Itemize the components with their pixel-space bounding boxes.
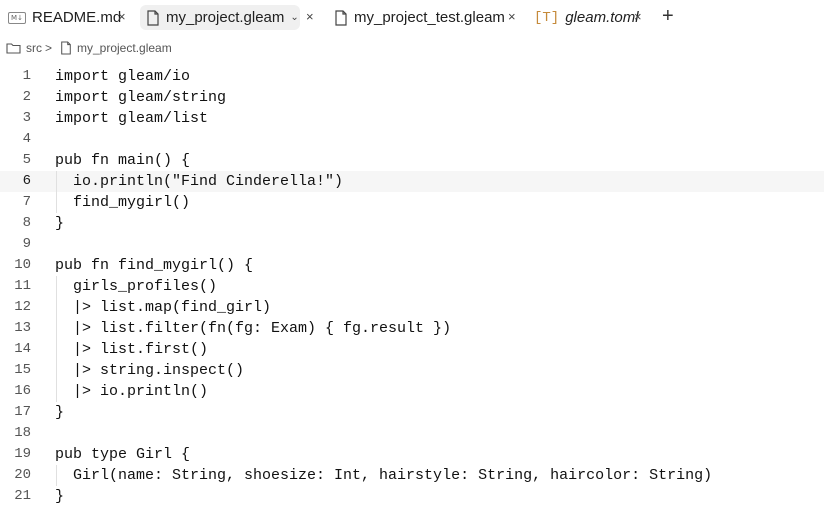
close-icon[interactable]: × [118, 9, 126, 24]
toml-icon: [T] [534, 9, 560, 26]
line-number: 15 [14, 362, 31, 378]
code-line[interactable]: 15 |> string.inspect() [0, 360, 824, 381]
indent-guide [56, 465, 57, 486]
file-icon [61, 41, 71, 55]
line-number: 21 [14, 488, 31, 504]
code-text[interactable]: girls_profiles() [55, 278, 218, 295]
tab-label: gleam.toml [565, 9, 639, 26]
line-number: 8 [22, 215, 31, 231]
line-number: 3 [22, 110, 31, 126]
breadcrumb-file[interactable]: my_project.gleam [60, 41, 172, 55]
code-line[interactable]: 3 import gleam/list [0, 108, 824, 129]
indent-guide [56, 171, 57, 213]
breadcrumb-folder-label: src [26, 41, 42, 55]
new-tab-button[interactable]: + [662, 5, 674, 27]
tab-label: my_project_test.gleam [354, 9, 505, 26]
code-text[interactable]: Girl(name: String, shoesize: Int, hairst… [55, 467, 713, 484]
line-number: 5 [22, 152, 31, 168]
tab-label: README.md [32, 9, 122, 26]
line-number: 18 [14, 425, 31, 441]
code-text[interactable]: |> list.filter(fn(fg: Exam) { fg.result … [55, 320, 452, 337]
code-editor[interactable]: 1 import gleam/io 2 import gleam/string 3 imp… [0, 66, 824, 510]
code-text[interactable]: import gleam/io [55, 68, 191, 85]
breadcrumb-folder[interactable]: src [6, 41, 42, 55]
code-text[interactable]: import gleam/list [55, 110, 209, 127]
line-number: 19 [14, 446, 31, 462]
code-line[interactable]: 19 pub type Girl { [0, 444, 824, 465]
code-line[interactable]: 5 pub fn main() { [0, 150, 824, 171]
line-number: 6 [22, 173, 31, 189]
breadcrumb: src > my_project.gleam [0, 38, 824, 60]
close-icon[interactable]: × [306, 9, 314, 24]
code-line[interactable]: 20 Girl(name: String, shoesize: Int, hai… [0, 465, 824, 486]
line-number: 12 [14, 299, 31, 315]
tab-my-project-close[interactable]: × [304, 5, 318, 30]
file-icon [147, 9, 159, 26]
line-number: 14 [14, 341, 31, 357]
code-text[interactable]: pub fn main() { [55, 152, 191, 169]
chevron-down-icon[interactable]: ⌄ [290, 12, 299, 23]
code-text[interactable]: |> list.map(find_girl) [55, 299, 272, 316]
close-icon[interactable]: × [634, 9, 642, 24]
code-line[interactable]: 1 import gleam/io [0, 66, 824, 87]
code-line[interactable]: 16 |> io.println() [0, 381, 824, 402]
code-line[interactable]: 7 find_mygirl() [0, 192, 824, 213]
code-line[interactable]: 14 |> list.first() [0, 339, 824, 360]
line-number: 20 [14, 467, 31, 483]
folder-icon [6, 43, 21, 54]
line-number: 11 [14, 278, 31, 294]
tab-readme[interactable]: M↓ README.md × [8, 5, 133, 30]
line-number: 2 [22, 89, 31, 105]
code-text[interactable]: import gleam/string [55, 89, 227, 106]
line-number: 16 [14, 383, 31, 399]
tab-gleam-toml[interactable]: [T] gleam.toml × [534, 5, 654, 30]
close-icon[interactable]: × [508, 9, 516, 24]
code-line[interactable]: 4 [0, 129, 824, 150]
line-number: 10 [14, 257, 31, 273]
code-line[interactable]: 18 [0, 423, 824, 444]
code-line[interactable]: 2 import gleam/string [0, 87, 824, 108]
line-number: 4 [22, 131, 31, 147]
line-number: 1 [22, 68, 31, 84]
code-text[interactable]: pub type Girl { [55, 446, 191, 463]
code-text[interactable]: find_mygirl() [55, 194, 191, 211]
tab-my-project-test[interactable]: my_project_test.gleam × [334, 5, 524, 30]
line-number: 17 [14, 404, 31, 420]
breadcrumb-file-label: my_project.gleam [77, 41, 172, 55]
line-number: 13 [14, 320, 31, 336]
tab-my-project[interactable]: my_project.gleam ⌄ [140, 5, 300, 30]
code-line[interactable]: 8} [0, 213, 824, 234]
code-line[interactable]: 13 |> list.filter(fn(fg: Exam) { fg.resu… [0, 318, 824, 339]
code-line[interactable]: 17} [0, 402, 824, 423]
line-number: 7 [22, 194, 31, 210]
tab-label: my_project.gleam [166, 9, 285, 26]
indent-guide [56, 276, 57, 402]
line-number: 9 [22, 236, 31, 252]
file-icon [335, 9, 347, 26]
tab-bar: M↓ README.md × my_project.gleam ⌄ × my_p… [0, 0, 824, 34]
code-text[interactable]: |> io.println() [55, 383, 209, 400]
chevron-right-icon: > [45, 41, 53, 55]
code-text[interactable]: |> list.first() [55, 341, 209, 358]
code-line[interactable]: 12 |> list.map(find_girl) [0, 297, 824, 318]
markdown-icon: M↓ [8, 11, 26, 24]
code-text[interactable]: pub fn find_mygirl() { [55, 257, 254, 274]
code-text[interactable]: } [55, 404, 65, 421]
code-line[interactable]: 10 pub fn find_mygirl() { [0, 255, 824, 276]
code-text[interactable]: io.println("Find Cinderella!") [55, 173, 344, 190]
code-line[interactable]: 6 io.println("Find Cinderella!") [0, 171, 824, 192]
code-line[interactable]: 21} [0, 486, 824, 507]
code-text[interactable]: |> string.inspect() [55, 362, 245, 379]
code-text[interactable]: } [55, 488, 65, 505]
code-line[interactable]: 9 [0, 234, 824, 255]
code-line[interactable]: 11 girls_profiles() [0, 276, 824, 297]
code-text[interactable]: } [55, 215, 65, 232]
